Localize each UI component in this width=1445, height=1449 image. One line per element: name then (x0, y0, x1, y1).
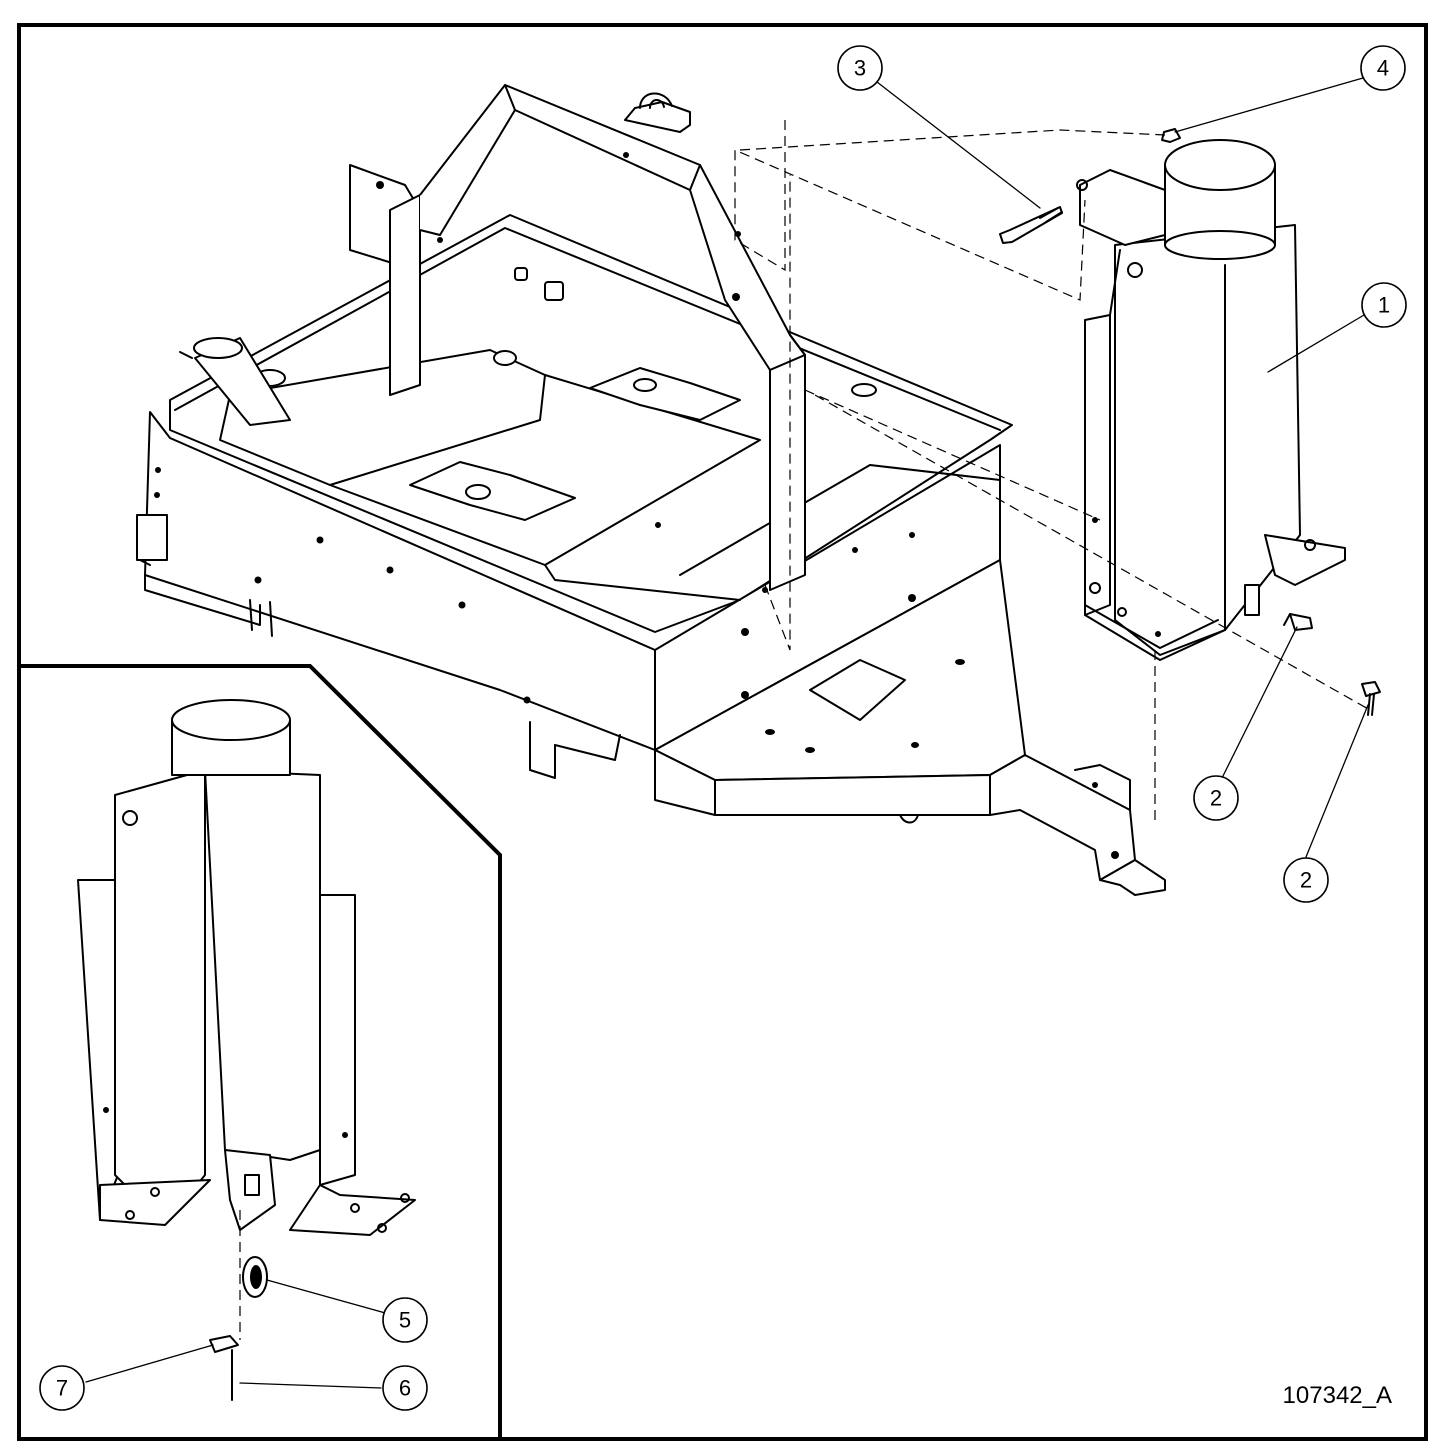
callout-6: 6 (383, 1366, 427, 1410)
svg-text:2: 2 (1300, 868, 1312, 893)
callout-3: 3 (838, 46, 882, 90)
svg-text:6: 6 (399, 1376, 411, 1401)
callout-1: 1 (1362, 283, 1406, 327)
svg-text:3: 3 (854, 56, 866, 81)
bolt-part-3 (1000, 207, 1062, 243)
drawing-number: 107342_A (1283, 1382, 1392, 1409)
callout-7: 7 (40, 1366, 84, 1410)
svg-text:7: 7 (56, 1376, 68, 1401)
bolt-part-2-lower (1362, 682, 1380, 715)
callout-5: 5 (383, 1298, 427, 1342)
callout-2-upper: 2 (1194, 776, 1238, 820)
svg-text:5: 5 (399, 1308, 411, 1333)
callout-2-lower: 2 (1284, 858, 1328, 902)
detail-inset-divider (19, 666, 500, 1439)
exhaust-shield-part-1 (1077, 140, 1345, 660)
bolt-part-2-upper (1284, 614, 1312, 630)
frame-assembly (137, 85, 1165, 895)
svg-text:2: 2 (1210, 786, 1222, 811)
detail-view (78, 700, 415, 1400)
svg-text:4: 4 (1377, 56, 1389, 81)
assembly-leader-lines (735, 120, 1370, 820)
drawing-border (19, 25, 1426, 1439)
callout-4: 4 (1361, 46, 1405, 90)
callout-leaders (86, 78, 1368, 1388)
clevis-pin-part-7 (210, 1336, 238, 1352)
svg-text:1: 1 (1378, 293, 1390, 318)
